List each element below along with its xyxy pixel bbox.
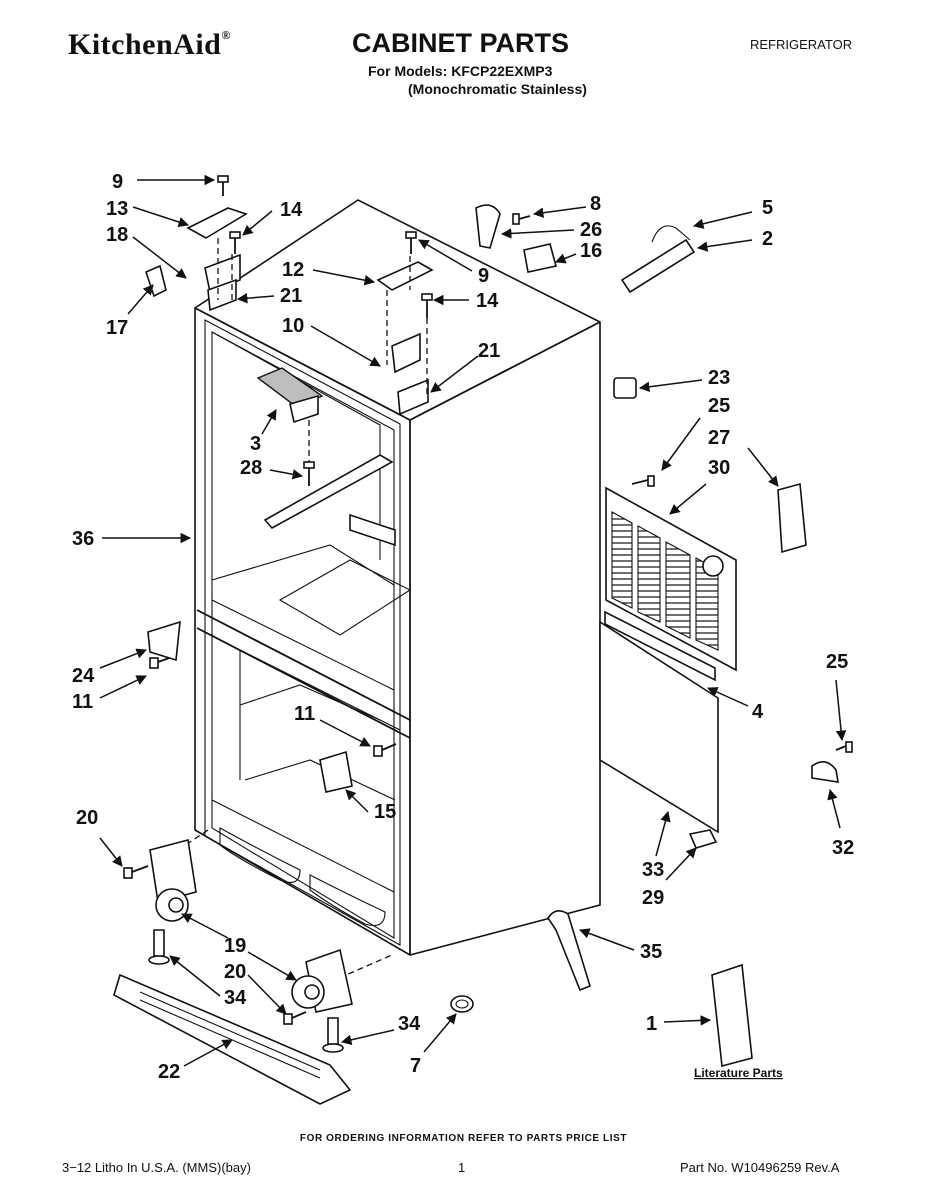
callout-18: 18 [106, 224, 128, 246]
callout-30: 30 [708, 457, 730, 479]
page-number: 1 [458, 1160, 466, 1175]
callout-5: 5 [762, 197, 773, 219]
callout-1: 1 [646, 1013, 657, 1035]
callout-34: 34 [224, 987, 247, 1009]
part-number: Part No. W10496259 Rev.A [680, 1160, 840, 1175]
callout-33: 33 [642, 859, 664, 881]
callout-19: 19 [224, 935, 246, 957]
callout-10: 10 [282, 315, 304, 337]
callout-26: 26 [580, 219, 602, 241]
ordering-note: FOR ORDERING INFORMATION REFER TO PARTS … [299, 1133, 628, 1144]
callout-35: 35 [640, 941, 662, 963]
callout-20: 20 [76, 807, 98, 829]
callout-8: 8 [590, 193, 601, 215]
model-info: For Models: KFCP22EXMP3 (Monochromatic S… [368, 62, 587, 98]
callout-17: 17 [106, 317, 128, 339]
callout-9: 9 [478, 265, 489, 287]
callout-21: 21 [478, 340, 500, 362]
literature-parts-label: Literature Parts [694, 1066, 783, 1080]
callout-32: 32 [832, 837, 854, 859]
callout-25: 25 [708, 395, 730, 417]
callout-25: 25 [826, 651, 848, 673]
callout-11: 11 [294, 703, 315, 725]
callout-11: 11 [72, 691, 93, 713]
callout-22: 22 [158, 1061, 180, 1083]
callout-23: 23 [708, 367, 730, 389]
leader-lines [99, 174, 847, 1067]
part-shapes [113, 175, 853, 1105]
callout-24: 24 [72, 665, 95, 687]
appliance-category: REFRIGERATOR [750, 37, 853, 52]
refrigerator-cabinet [194, 199, 601, 956]
brand-logo: KitchenAid® [68, 28, 231, 62]
page-title: CABINET PARTS [352, 28, 570, 58]
brand-name: KitchenAid [68, 28, 222, 61]
callout-14: 14 [280, 199, 303, 221]
callout-36: 36 [72, 528, 94, 550]
print-info: 3−12 Litho In U.S.A. (MMS)(bay) [62, 1160, 251, 1175]
callout-4: 4 [752, 701, 764, 723]
callout-16: 16 [580, 240, 602, 262]
callout-7: 7 [410, 1055, 421, 1077]
callout-3: 3 [250, 433, 261, 455]
models-line: For Models: KFCP22EXMP3 [368, 63, 553, 79]
callout-labels: 9 13 14 18 17 21 12 9 14 10 21 8 26 16 5… [72, 171, 854, 1083]
callout-13: 13 [106, 198, 128, 220]
callout-14: 14 [476, 290, 499, 312]
variant-line: (Monochromatic Stainless) [408, 81, 587, 97]
callout-21: 21 [280, 285, 302, 307]
brand-registered-mark: ® [221, 28, 231, 42]
callout-29: 29 [642, 887, 664, 909]
callout-20: 20 [224, 961, 246, 983]
callout-9: 9 [112, 171, 123, 193]
callout-15: 15 [374, 801, 396, 823]
callout-2: 2 [762, 228, 773, 250]
callout-28: 28 [240, 457, 262, 479]
callout-27: 27 [708, 427, 730, 449]
screw-icon [123, 175, 853, 1025]
callout-12: 12 [282, 259, 304, 281]
callout-34: 34 [398, 1013, 421, 1035]
